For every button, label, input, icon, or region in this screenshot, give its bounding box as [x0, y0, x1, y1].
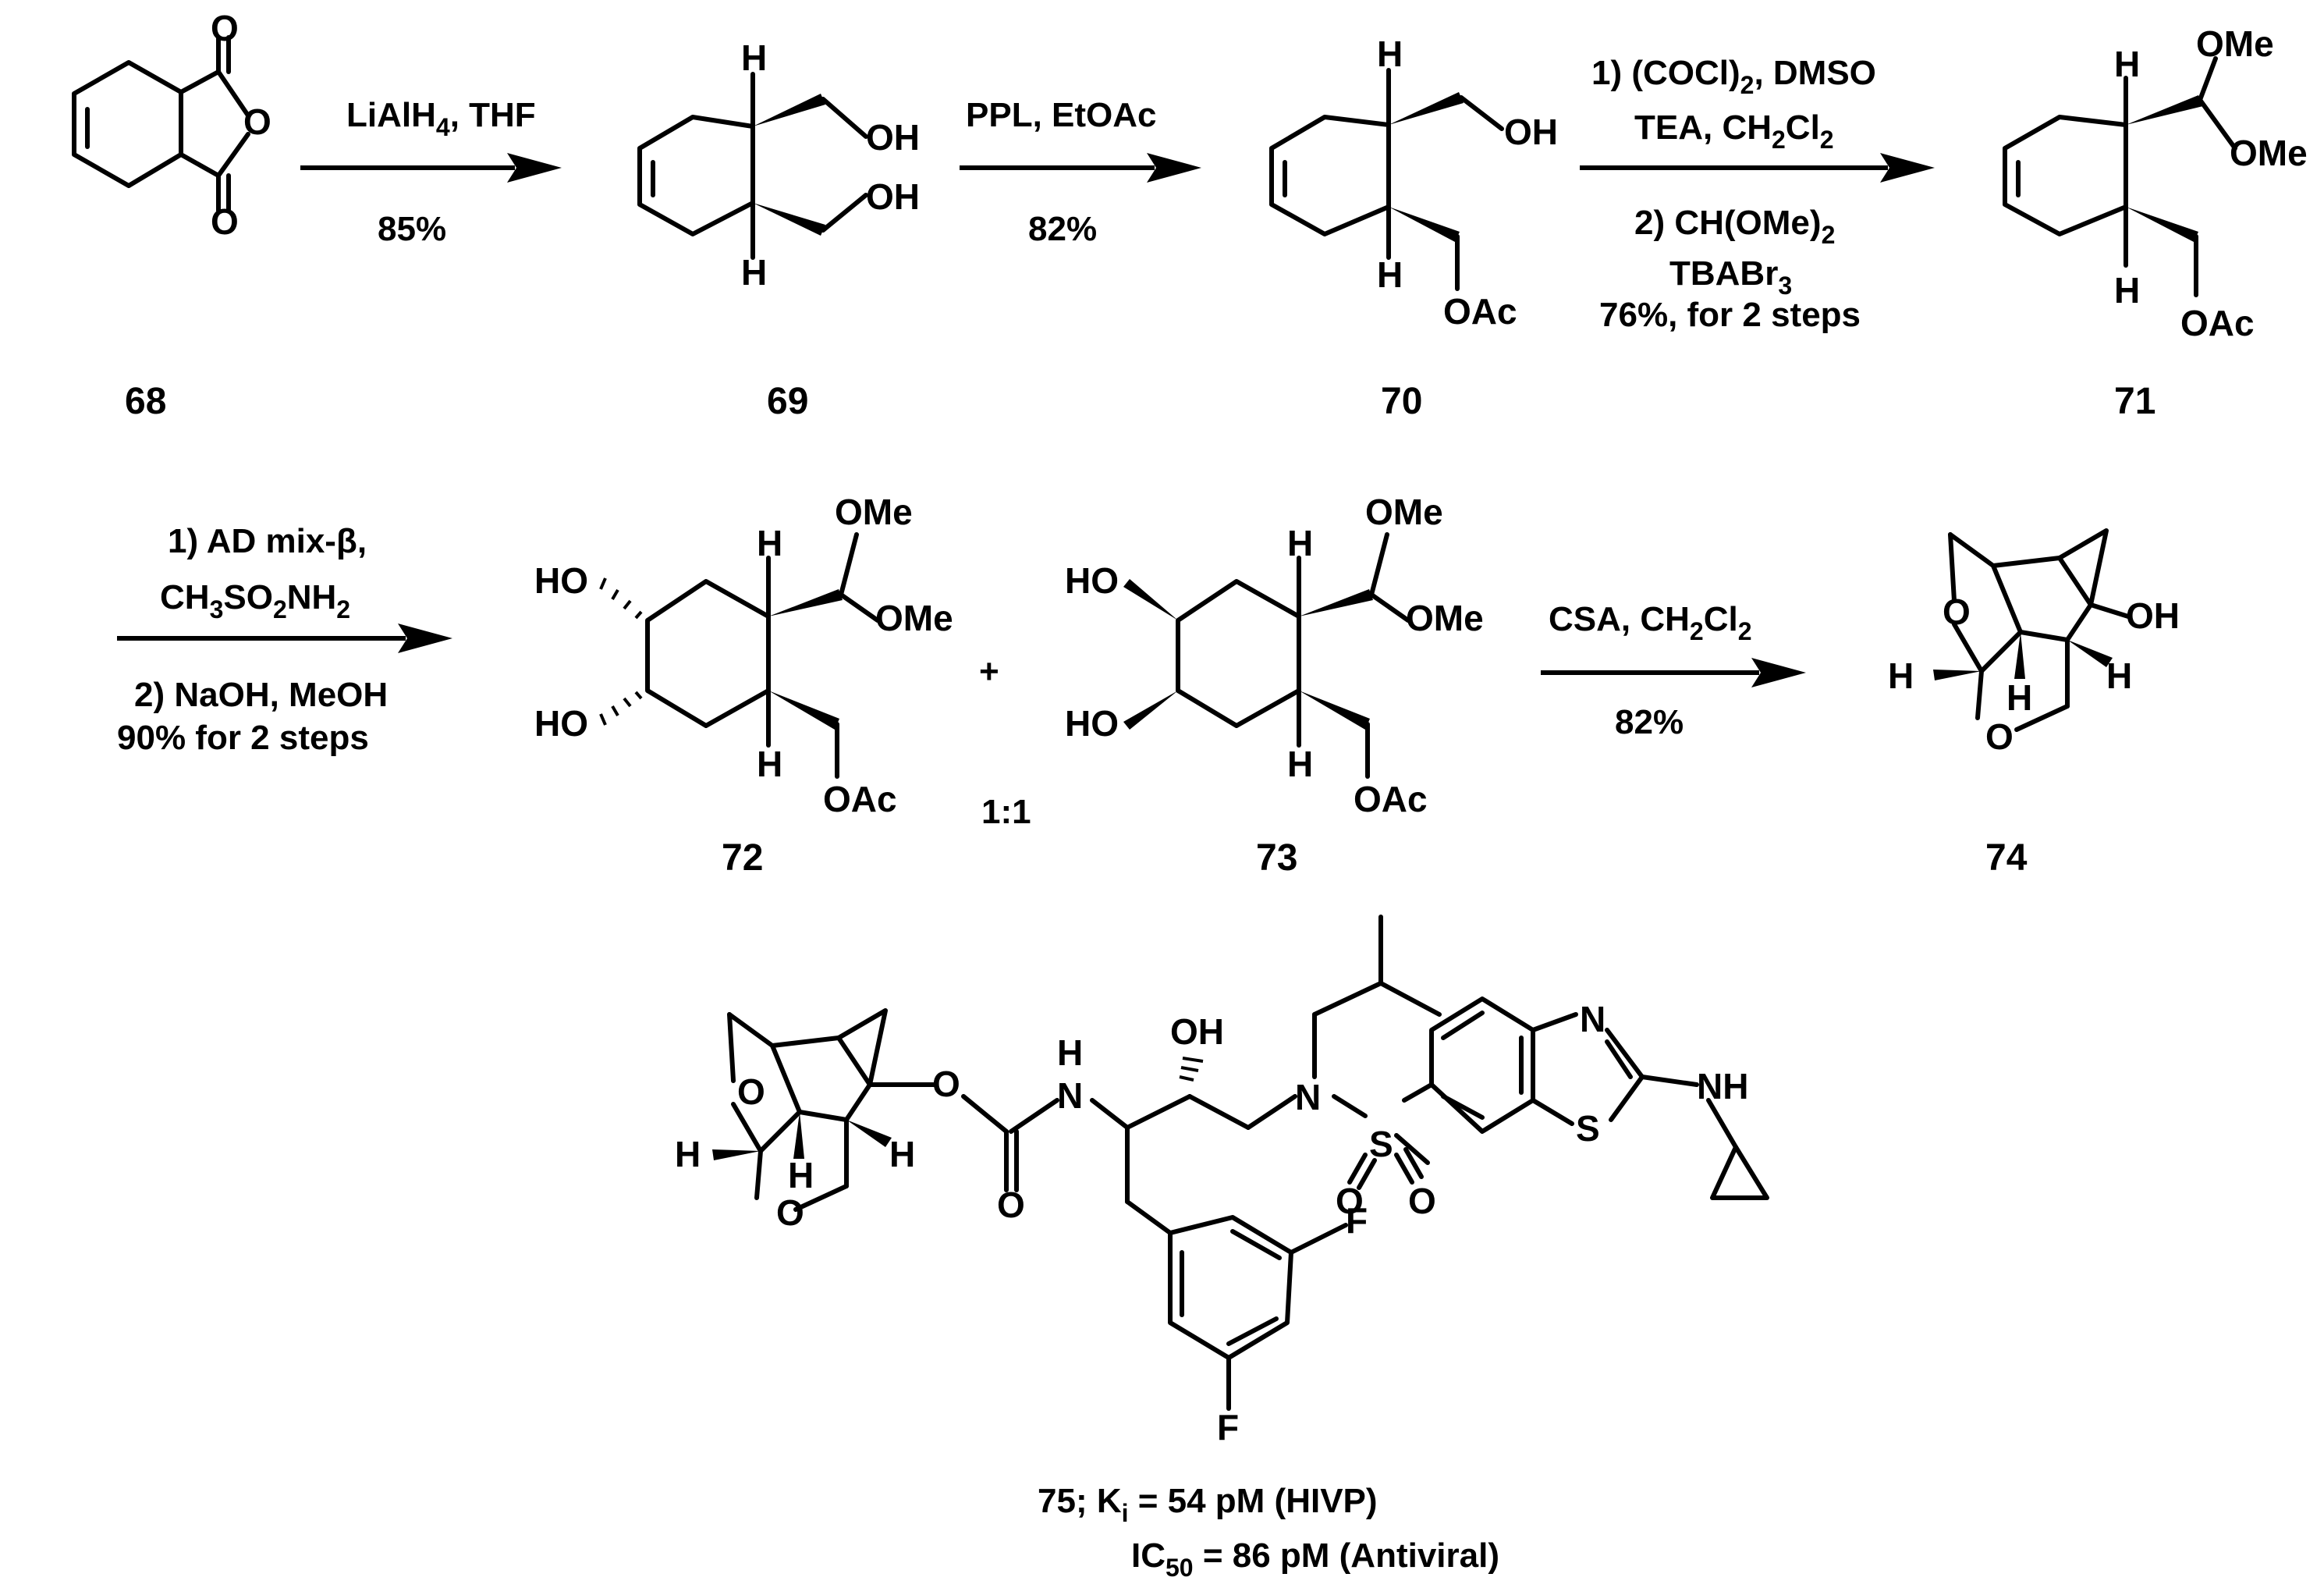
compound-71-structure: [2003, 56, 2237, 297]
compound-73-structure: [1123, 532, 1410, 779]
atom-oh: OH: [1504, 112, 1558, 152]
atom-oac: OAc: [2180, 303, 2255, 343]
compound-label-70: 70: [1381, 381, 1422, 422]
compound-68-structure: [72, 35, 250, 213]
compound-label-72: 72: [722, 837, 763, 879]
step1-reagent: LiAlH4, THF: [346, 96, 536, 141]
atom-ome: OMe: [1406, 598, 1484, 638]
atom-h: H: [1377, 34, 1403, 74]
atom-ho: HO: [1065, 703, 1119, 744]
atom-n: N: [1580, 999, 1606, 1039]
atom-ome: OMe: [2230, 133, 2308, 173]
step4-line1: 1) AD mix-β,: [168, 522, 367, 560]
step3-yield: 76%, for 2 steps: [1599, 296, 1861, 334]
atom-o: O: [1408, 1181, 1436, 1221]
step4-line2: CH3SO2NH2: [160, 578, 350, 623]
atom-o: O: [997, 1185, 1025, 1225]
atom-h: H: [1287, 744, 1313, 784]
atom-h: H: [741, 252, 767, 293]
atom-h: H: [2106, 655, 2132, 696]
atom-h: H: [1287, 523, 1313, 563]
atom-h: H: [675, 1134, 701, 1174]
atom-ome: OMe: [835, 492, 913, 532]
atom-o: O: [211, 201, 239, 242]
atom-h: H: [741, 37, 767, 78]
atom-oac: OAc: [823, 779, 897, 819]
atom-oh: OH: [866, 176, 920, 217]
atom-h: H: [2114, 270, 2140, 311]
atom-ho: HO: [1065, 560, 1119, 601]
atom-o: O: [932, 1064, 960, 1104]
step3-line1: 1) (COCl)2, DMSO: [1591, 54, 1876, 99]
atom-oac: OAc: [1354, 779, 1428, 819]
atom-o: O: [776, 1192, 804, 1233]
atom-h: H: [788, 1155, 814, 1195]
atom-ho: HO: [534, 703, 588, 744]
step3-line3: 2) CH(OMe)2: [1634, 204, 1835, 249]
compound-label-74: 74: [1985, 837, 2028, 879]
compound-label-71: 71: [2114, 381, 2155, 422]
arrow-head-2: [1147, 153, 1201, 183]
compound-69-structure: [637, 72, 868, 260]
compound-label-73: 73: [1256, 837, 1297, 879]
ratio-label: 1:1: [981, 793, 1031, 831]
atom-o: O: [1336, 1181, 1364, 1221]
step3-line2: TEA, CH2Cl2: [1634, 108, 1834, 154]
atom-h: H: [1057, 1032, 1083, 1073]
compound-label-69: 69: [767, 381, 808, 422]
step3-line4: TBABr3: [1669, 254, 1792, 300]
compound-label-68: 68: [125, 381, 166, 422]
compound-74-structure: [1933, 528, 2131, 732]
compound-72-structure: [599, 532, 880, 779]
atom-nh: NH: [1697, 1066, 1748, 1107]
atom-h: H: [757, 523, 782, 563]
atom-ho: HO: [534, 560, 588, 601]
atom-h: H: [2006, 677, 2032, 718]
step4-line4: 90% for 2 steps: [117, 719, 369, 757]
atom-o: O: [737, 1071, 765, 1112]
atom-n: N: [1295, 1077, 1321, 1117]
atom-f: F: [1346, 1200, 1368, 1241]
arrow-head-3: [1880, 153, 1935, 183]
step5-reagent: CSA, CH2Cl2: [1549, 600, 1752, 645]
atom-s: S: [1576, 1108, 1600, 1149]
atom-oac: OAc: [1443, 291, 1517, 332]
plus-sign: +: [979, 652, 999, 691]
step2-yield: 82%: [1028, 210, 1097, 248]
compound-75-structure: [712, 915, 1769, 1411]
compound-75-label: 75; Ki = 54 pM (HIVP): [1038, 1482, 1378, 1527]
atom-h: H: [2114, 44, 2140, 84]
atom-n: N: [1057, 1075, 1083, 1116]
atom-s: S: [1369, 1124, 1393, 1164]
compound-70-structure: [1269, 68, 1504, 291]
atom-h: H: [757, 744, 782, 784]
atom-o: O: [1985, 716, 2014, 757]
step2-reagent: PPL, EtOAc: [966, 96, 1157, 134]
arrow-head-1: [507, 153, 562, 183]
atom-o: O: [243, 101, 271, 142]
compound-75-ic50: IC50 = 86 pM (Antiviral): [1131, 1536, 1499, 1582]
atom-ome: OMe: [1365, 492, 1443, 532]
atom-oh: OH: [866, 117, 920, 158]
atom-f: F: [1217, 1407, 1239, 1448]
atom-h: H: [1888, 655, 1914, 696]
atom-ome: OMe: [875, 598, 953, 638]
atom-o: O: [1943, 591, 1971, 632]
arrow-head-4: [398, 623, 452, 653]
arrow-head-5: [1751, 658, 1806, 687]
atom-ome: OMe: [2196, 23, 2274, 64]
atom-h: H: [889, 1134, 915, 1174]
step5-yield: 82%: [1615, 703, 1684, 741]
step4-line3: 2) NaOH, MeOH: [134, 676, 388, 714]
atom-h: H: [1377, 254, 1403, 295]
step1-yield: 85%: [378, 210, 446, 248]
atom-o: O: [211, 8, 239, 48]
atom-oh: OH: [1170, 1011, 1224, 1052]
atom-oh: OH: [2126, 595, 2180, 636]
